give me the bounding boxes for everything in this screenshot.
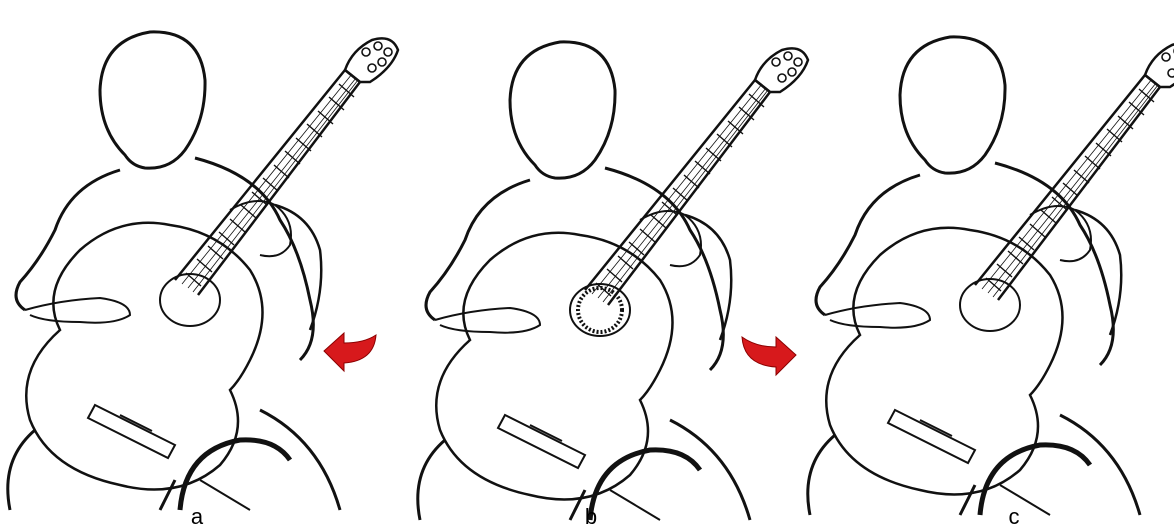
panel-c-guitarist: [808, 37, 1174, 515]
curved-arrow-right-icon: [742, 337, 796, 375]
panel-b-guitarist: [418, 42, 808, 520]
panel-c-label: c: [994, 506, 1034, 528]
curved-arrow-left-icon: [324, 333, 376, 371]
panel-b-label: b: [571, 506, 611, 528]
panel-a-guitarist: [8, 32, 398, 510]
panel-a-label: a: [177, 506, 217, 528]
